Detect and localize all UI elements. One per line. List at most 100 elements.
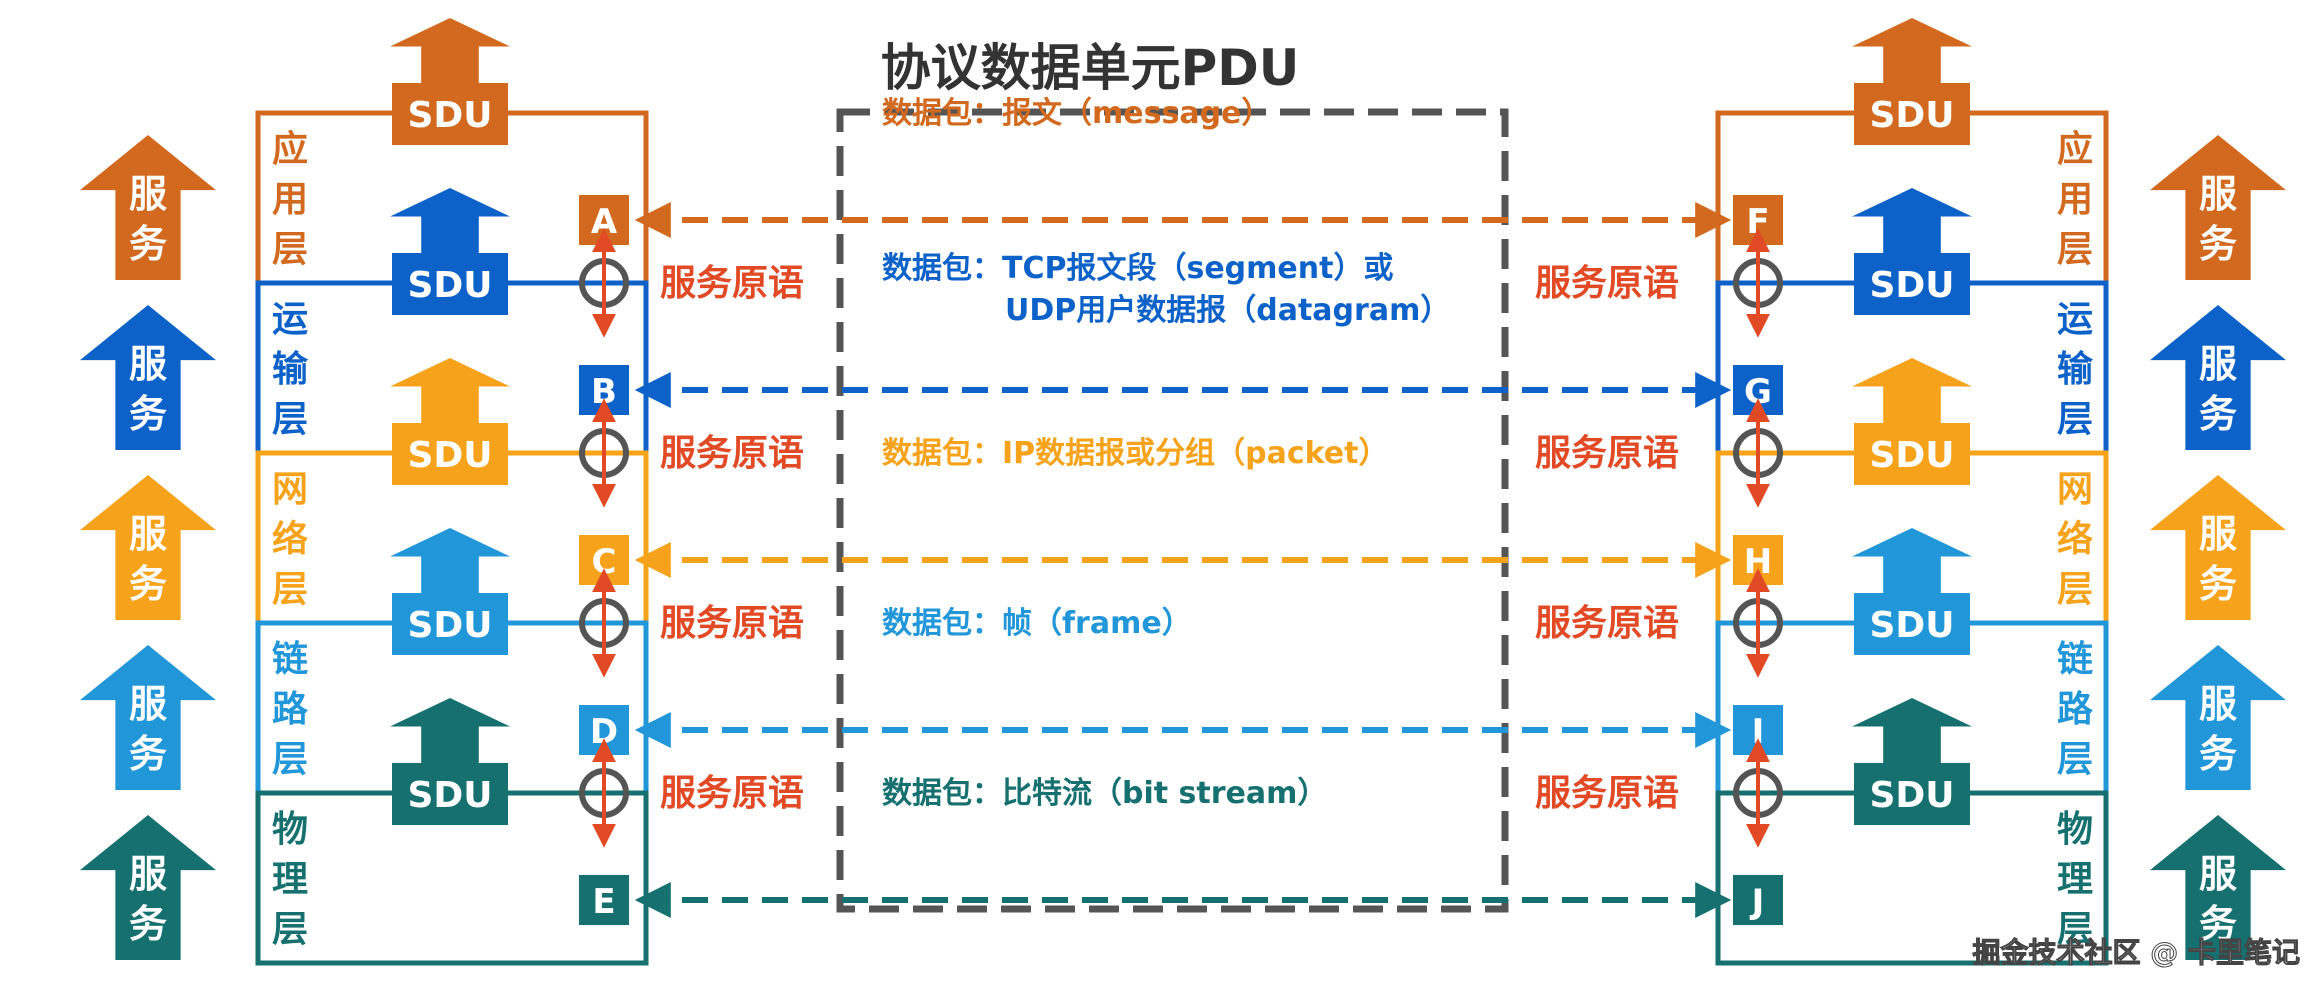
right-layer-name-transport: 输 (2057, 349, 2094, 390)
left-sdu-box-link (392, 593, 508, 655)
pdu-dashed-box (836, 108, 1509, 913)
left-sdu-label-transport: SDU (407, 265, 492, 306)
right-primitive-label-0: 服务原语 (1535, 263, 1679, 304)
right-service-label-transport: 务 (2199, 392, 2237, 436)
left-service-label-application: 务 (129, 222, 167, 266)
left-layer-name-transport: 输 (272, 349, 309, 390)
left-service-label-link: 务 (129, 732, 167, 776)
right-sdu-box-link (1854, 593, 1970, 655)
right-service-label-link: 务 (2199, 732, 2237, 776)
right-node-letter-physical: J (1750, 882, 1765, 922)
left-layer-name-network: 网 (272, 469, 308, 510)
right-sdu-label-application: SDU (1869, 95, 1954, 136)
left-primitive-label-3: 服务原语 (660, 773, 804, 814)
left-primitive-label-1: 服务原语 (660, 433, 804, 474)
left-layer-name-network: 层 (272, 569, 308, 610)
left-layer-name-physical: 理 (272, 859, 308, 900)
left-primitive-label-2: 服务原语 (660, 603, 804, 644)
left-service-arrow-network (80, 475, 216, 620)
right-sdu-arrow-network (1852, 358, 1972, 433)
left-layer-name-link: 路 (272, 689, 309, 730)
right-service-label-physical: 服 (2199, 852, 2237, 896)
left-layer-name-transport: 运 (272, 299, 308, 340)
right-layer-name-transport: 层 (2057, 399, 2093, 440)
left-sdu-label-application: SDU (407, 95, 492, 136)
left-sdu-arrow-application (390, 18, 510, 93)
right-node-physical (1733, 875, 1783, 925)
right-service-label-link: 服 (2199, 682, 2237, 726)
right-layer-name-application: 应 (2057, 129, 2093, 170)
right-sdu-label-network: SDU (1869, 435, 1954, 476)
service-primitives: 服务原语服务原语服务原语服务原语服务原语服务原语服务原语服务原语 (579, 228, 1783, 848)
right-service-label-physical: 务 (2199, 902, 2237, 946)
right-service-arrow-link (2150, 645, 2286, 790)
left-layer-name-network: 络 (272, 518, 308, 560)
pdu-label-application: 数据包：报文（message） (882, 96, 1271, 131)
right-service-arrow-network (2150, 475, 2286, 620)
right-sdu-box-physical (1854, 763, 1970, 825)
left-sdu-box-network (392, 423, 508, 485)
left-sdu-label-network: SDU (407, 435, 492, 476)
pdu-label-link: 数据包：帧（frame） (882, 606, 1192, 641)
right-sdu-arrow-application (1852, 18, 1972, 93)
left-layer-name-physical: 物 (272, 809, 308, 850)
left-sdu-arrow-physical (390, 698, 510, 773)
left-layer-name-link: 链 (272, 639, 308, 680)
diagram-title: 协议数据单元PDU (881, 39, 1300, 97)
left-sdu-arrow-transport (390, 188, 510, 263)
left-service-label-network: 务 (129, 562, 167, 606)
left-sdu-box-application (392, 83, 508, 145)
left-service-label-physical: 务 (129, 902, 167, 946)
left-sdu-arrow-link (390, 528, 510, 603)
left-service-arrow-application (80, 135, 216, 280)
right-service-arrow-transport (2150, 305, 2286, 450)
right-layer-name-physical: 物 (2057, 809, 2093, 850)
right-sdu-label-link: SDU (1869, 605, 1954, 646)
right-service-label-application: 服 (2199, 172, 2237, 216)
right-layer-name-network: 网 (2057, 469, 2093, 510)
left-layer-name-application: 应 (272, 129, 308, 170)
right-service-arrow-physical (2150, 815, 2286, 960)
left-service-label-link: 服 (129, 682, 167, 726)
pdu-lines: 数据包：报文（message）数据包：TCP报文段（segment）或UDP用户… (634, 96, 1732, 918)
right-sdu-arrow-link (1852, 528, 1972, 603)
pdu-label-physical: 数据包：比特流（bit stream） (882, 776, 1327, 811)
pdu-label-transport: UDP用户数据报（datagram） (1005, 293, 1450, 328)
left-sdu-label-link: SDU (407, 605, 492, 646)
left-service-label-application: 服 (129, 172, 167, 216)
left-sdu-box-physical (392, 763, 508, 825)
right-service-label-application: 务 (2199, 222, 2237, 266)
watermark: 掘金技术社区 @ 卡里笔记 (1973, 936, 2301, 969)
right-sdu-box-application (1854, 83, 1970, 145)
left-layer-name-application: 层 (272, 229, 308, 270)
right-primitive-label-3: 服务原语 (1535, 773, 1679, 814)
right-service-label-network: 务 (2199, 562, 2237, 606)
right-primitive-label-2: 服务原语 (1535, 603, 1679, 644)
right-layer-name-link: 层 (2057, 739, 2093, 780)
left-service-label-network: 服 (129, 512, 167, 556)
left-primitive-label-0: 服务原语 (660, 263, 804, 304)
right-service-arrow-application (2150, 135, 2286, 280)
right-sdu-label-transport: SDU (1869, 265, 1954, 306)
right-layer-name-physical: 理 (2057, 859, 2093, 900)
right-layer-name-network: 层 (2057, 569, 2093, 610)
right-layer-name-physical: 层 (2057, 909, 2093, 950)
left-sdu-arrow-network (390, 358, 510, 433)
right-service-label-network: 服 (2199, 512, 2237, 556)
left-layer-name-link: 层 (272, 739, 308, 780)
right-sdu-label-physical: SDU (1869, 775, 1954, 816)
left-service-label-transport: 服 (129, 342, 167, 386)
left-node-letter-physical: E (592, 882, 615, 922)
left-service-arrow-physical (80, 815, 216, 960)
left-layer-name-physical: 层 (272, 909, 308, 950)
pdu-label-network: 数据包：IP数据报或分组（packet） (882, 436, 1388, 471)
left-sdu-label-physical: SDU (407, 775, 492, 816)
right-layer-name-transport: 运 (2057, 299, 2093, 340)
left-service-arrow-transport (80, 305, 216, 450)
right-primitive-label-1: 服务原语 (1535, 433, 1679, 474)
left-service-label-physical: 服 (129, 852, 167, 896)
